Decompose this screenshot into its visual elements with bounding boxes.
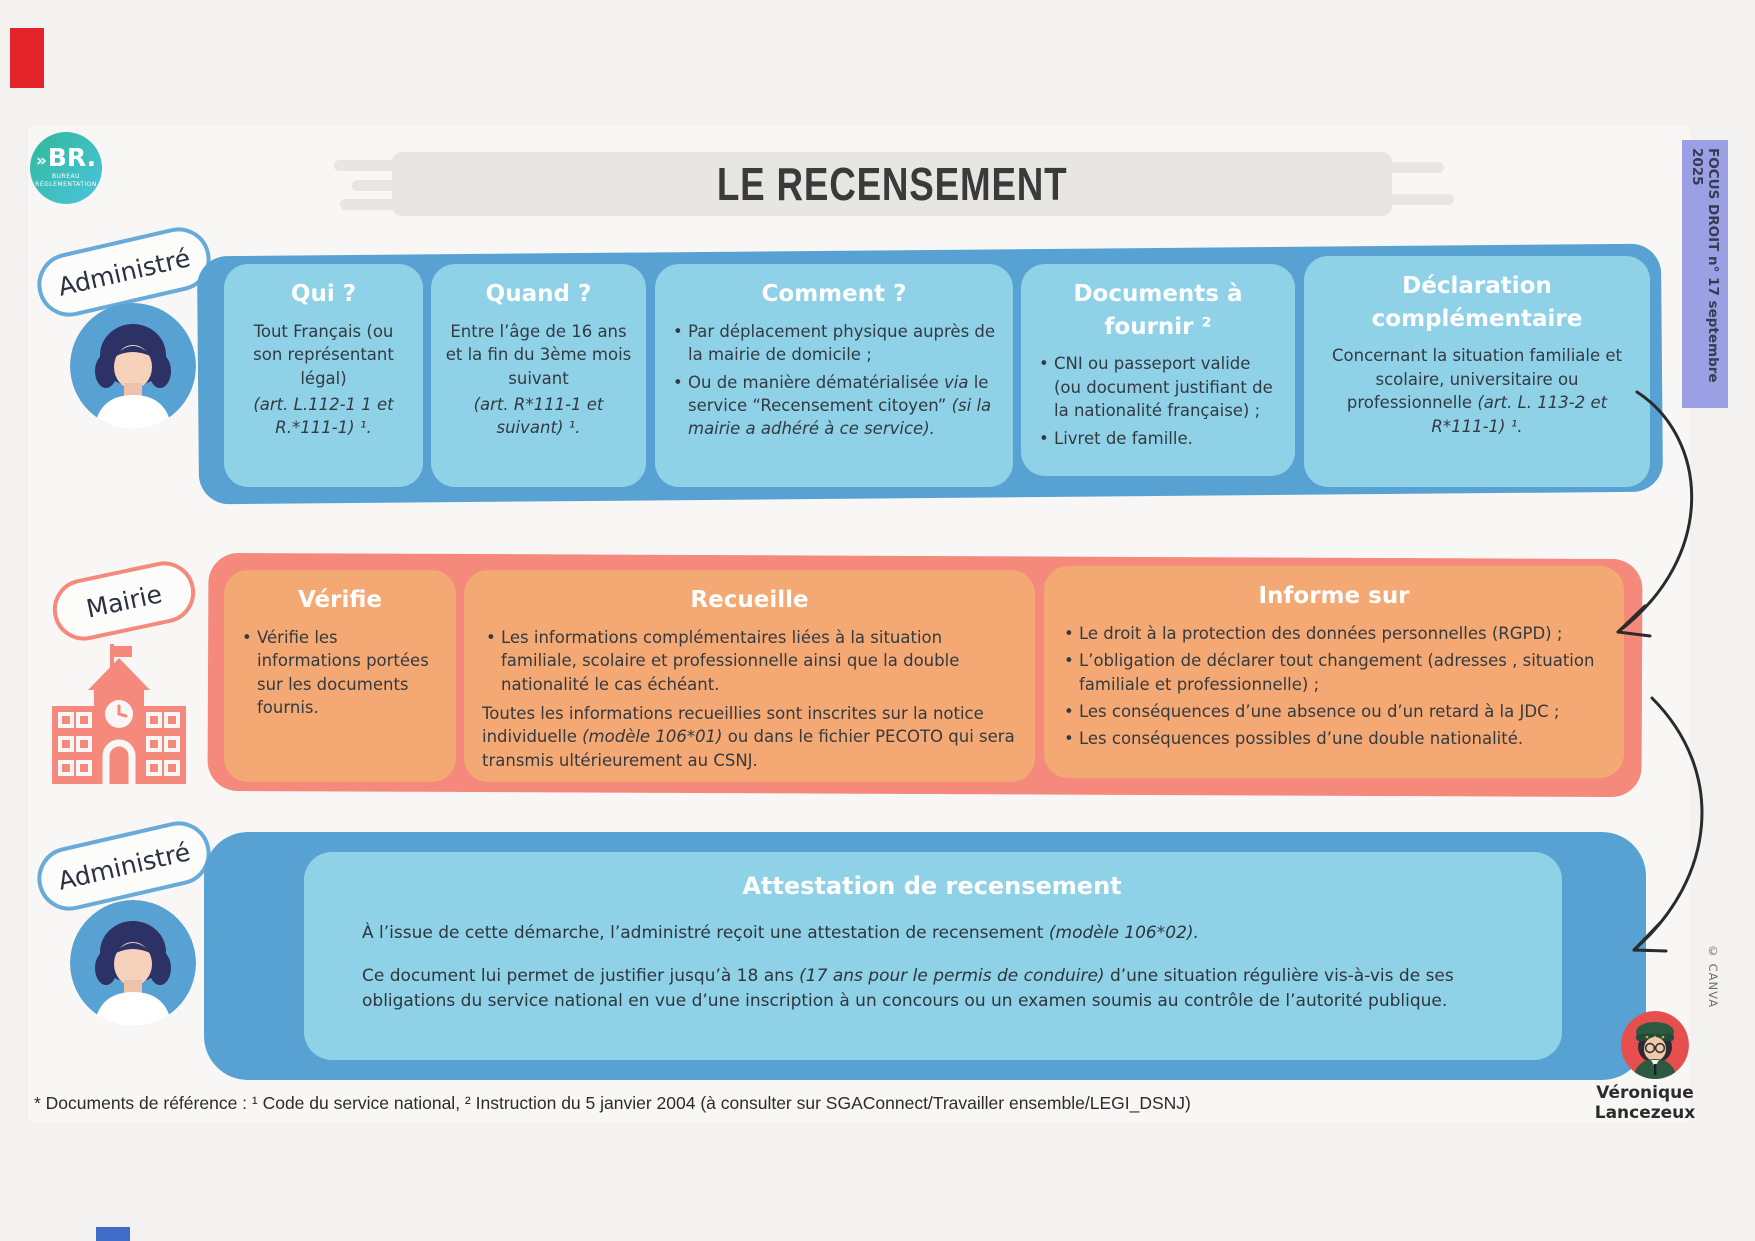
card-informe-bullet-3-text: Les conséquences d’une absence ou d’un r… [1079,701,1560,721]
card-attestation: Attestation de recensement À l’issue de … [304,852,1562,1060]
card-declaration-title-line2: complémentaire [1371,305,1583,332]
logo-sub-line2: RÉGLEMENTATION [35,181,97,189]
footnote-references: * Documents de référence : ¹ Code du ser… [34,1093,1191,1113]
card-verifie-bullet-1: Vérifie les informations portées sur les… [238,626,442,720]
logo-sub-line1: BUREAU [52,173,80,180]
text-segment-italic: (modèle 106*01) [582,727,723,747]
page-edge-blue-mark [96,1227,130,1241]
card-qui-title: Qui ? [290,281,357,307]
card-informe-bullet-2-text: L’obligation de déclarer tout changement… [1079,651,1595,694]
card-declaration-reference: (art. L. 113-2 et R*111-1) ¹. [1431,393,1608,436]
card-documents-bullet-2: Livret de famille. [1035,427,1281,451]
page-title: LE RECENSEMENT [716,158,1068,210]
logo-text: BR. [47,143,97,172]
card-verifie-bullet-1-text: Vérifie les informations portées sur les… [257,627,429,717]
label-mairie-text: Mairie [83,578,165,624]
focus-droit-ribbon: FOCUS DROIT n° 17 septembre 2025 [1682,140,1728,408]
label-administre-top-text: Administré [55,242,193,302]
text-segment: Ce document lui permet de justifier jusq… [362,965,800,986]
brush-streak [334,160,524,171]
text-segment: Ou de manière dématérialisée [688,372,944,392]
card-attestation-line-2: Ce document lui permet de justifier jusq… [362,964,1502,1015]
card-qui: Qui ? Tout Français (ou son représentant… [224,264,423,487]
card-qui-reference-text: (art. L.112-1 1 et R.*111-1) ¹. [253,394,394,438]
card-informe-sur-title: Informe sur [1258,583,1410,609]
card-qui-text: Tout Français (ou son représentant légal… [253,321,394,388]
card-recueille: Recueille Les informations complémentair… [464,570,1035,782]
br-logo-subtitle: BUREAU RÉGLEMENTATION [30,173,102,190]
brush-streak [1254,194,1454,205]
card-documents-bullet-1: CNI ou passeport valide (ou document jus… [1035,352,1281,422]
card-informe-bullet-4: Les conséquences possibles d’une double … [1060,727,1608,751]
card-informe-bullet-1-text: Le droit à la protection des données per… [1079,623,1563,643]
card-attestation-line-1: À l’issue de cette démarche, l’administr… [362,921,1502,947]
card-informe-bullet-4-text: Les conséquences possibles d’une double … [1079,729,1524,749]
card-quand: Quand ? Entre l’âge de 16 ans et la fin … [431,264,646,487]
focus-droit-ribbon-text: FOCUS DROIT n° 17 septembre 2025 [1689,148,1721,383]
card-comment-title: Comment ? [761,281,907,307]
text-segment-italic: (17 ans pour le permis de conduire) [799,965,1105,986]
brush-streak [1274,162,1444,173]
card-comment-bullet-1-text: Par déplacement physique auprès de la ma… [688,321,996,365]
card-informe-sur: Informe sur Le droit à la protection des… [1044,566,1624,778]
card-informe-bullet-1: Le droit à la protection des données per… [1060,622,1608,646]
card-comment-bullet-1: Par déplacement physique auprès de la ma… [669,320,999,367]
title-brush-stroke: LE RECENSEMENT [334,152,1454,216]
card-quand-text: Entre l’âge de 16 ans et la fin du 3ème … [445,321,632,388]
text-segment: ou dans le fichier PECOTO qui sera trans… [482,727,1015,770]
officer-avatar [1621,1011,1689,1079]
author-credit: Véronique Lancezeux [1594,1083,1696,1123]
card-declaration-title-line1: Déclaration [1402,273,1552,299]
text-segment: le service “Recensement citoyen” [688,372,989,415]
card-informe-bullet-2: L’obligation de déclarer tout changement… [1060,649,1608,696]
administre-avatar-top [70,303,196,429]
card-informe-bullet-3: Les conséquences d’une absence ou d’un r… [1060,700,1608,724]
text-segment: Concernant la situation familiale et sco… [1332,346,1622,413]
card-documents: Documents à fournir ² CNI ou passeport v… [1021,264,1295,476]
card-documents-title: Documents à fournir ² [1073,281,1243,340]
canva-copyright: © CANVA [1706,944,1720,1009]
card-comment: Comment ? Par déplacement physique auprè… [655,264,1013,487]
brush-streak [340,199,550,210]
br-logo: »BR. BUREAU RÉGLEMENTATION [30,132,102,204]
text-segment-italic: (modèle 106*02). [1048,923,1199,943]
page-edge-red-mark [10,28,44,88]
card-attestation-title: Attestation de recensement [742,872,1122,900]
card-quand-reference: (art. R*111-1 et suivant) ¹. [445,393,632,440]
card-quand-title: Quand ? [485,281,592,307]
logo-chevrons-icon: » [35,151,47,171]
text-segment: Toutes les informations recueillies sont… [482,703,984,747]
text-segment: d’une situation régulière vis-à-vis de s… [362,965,1454,1012]
card-documents-bullet-2-text: Livret de famille. [1054,428,1193,448]
card-recueille-bullet-1: Les informations complémentaires liées à… [482,626,1017,696]
card-verifie: Vérifie Vérifie les informations portées… [224,570,456,782]
label-administre-bottom-text: Administré [55,836,193,896]
card-qui-reference: (art. L.112-1 1 et R.*111-1) ¹. [238,393,409,440]
card-comment-bullet-2: Ou de manière dématérialisée via le serv… [669,371,999,441]
card-declaration-text: Concernant la situation familiale et sco… [1318,344,1636,438]
text-segment: À l’issue de cette démarche, l’administr… [362,923,1049,943]
br-logo-text-row: »BR. [30,145,102,170]
card-recueille-note: Toutes les informations recueillies sont… [482,702,1017,772]
administre-avatar-bottom [70,900,196,1026]
brush-streak [352,180,502,191]
text-segment-italic: (si la mairie a adhéré à ce service). [688,395,992,439]
text-segment-italic: via [943,372,969,392]
card-recueille-title: Recueille [690,587,809,613]
card-documents-bullet-1-text: CNI ou passeport valide (ou document jus… [1054,354,1273,421]
card-quand-reference-text: (art. R*111-1 et suivant) ¹. [473,394,604,438]
card-declaration: Déclaration complémentaire Concernant la… [1304,256,1650,487]
town-hall-icon [44,642,194,784]
card-recueille-bullet-1-text: Les informations complémentaires liées à… [501,627,960,694]
card-verifie-title: Vérifie [297,587,382,613]
